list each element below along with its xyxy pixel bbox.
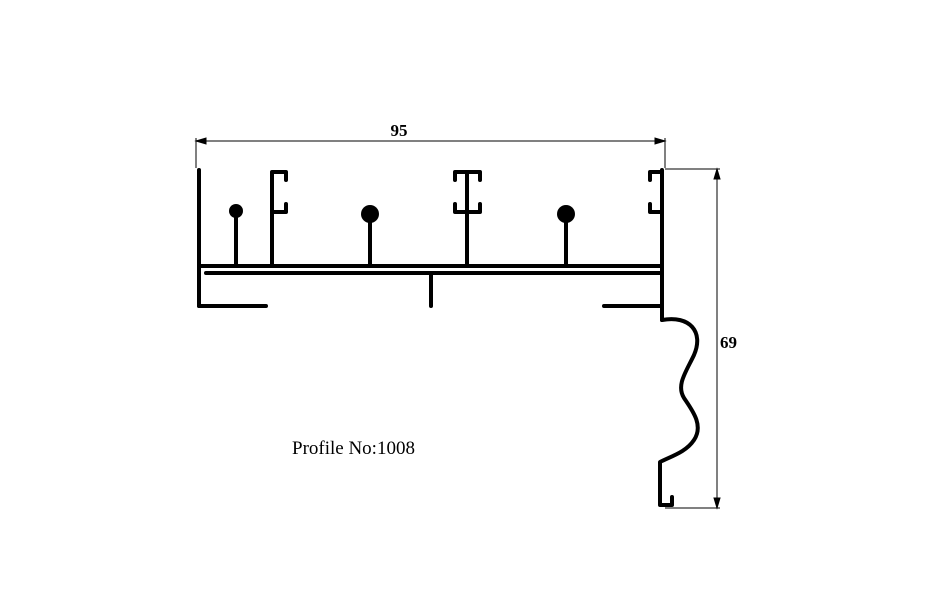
height-arrow-bottom	[713, 497, 721, 510]
bead-1	[229, 204, 243, 218]
right-c-channel	[648, 170, 664, 214]
bead-heads	[229, 204, 575, 223]
centre-t-channel	[453, 170, 482, 268]
width-dimension-label: 95	[391, 121, 408, 140]
aluminium-profile	[197, 168, 700, 507]
width-arrow-left	[194, 137, 207, 145]
bead-3	[557, 205, 575, 223]
profile-caption: Profile No:1008	[292, 438, 415, 459]
left-c-channel	[270, 170, 288, 268]
width-arrow-right	[654, 137, 667, 145]
bead-2	[361, 205, 379, 223]
height-dimension-label: 69	[720, 333, 737, 352]
height-arrow-top	[713, 167, 721, 180]
dimension-lines	[194, 137, 721, 510]
wavy-hook	[658, 317, 700, 507]
